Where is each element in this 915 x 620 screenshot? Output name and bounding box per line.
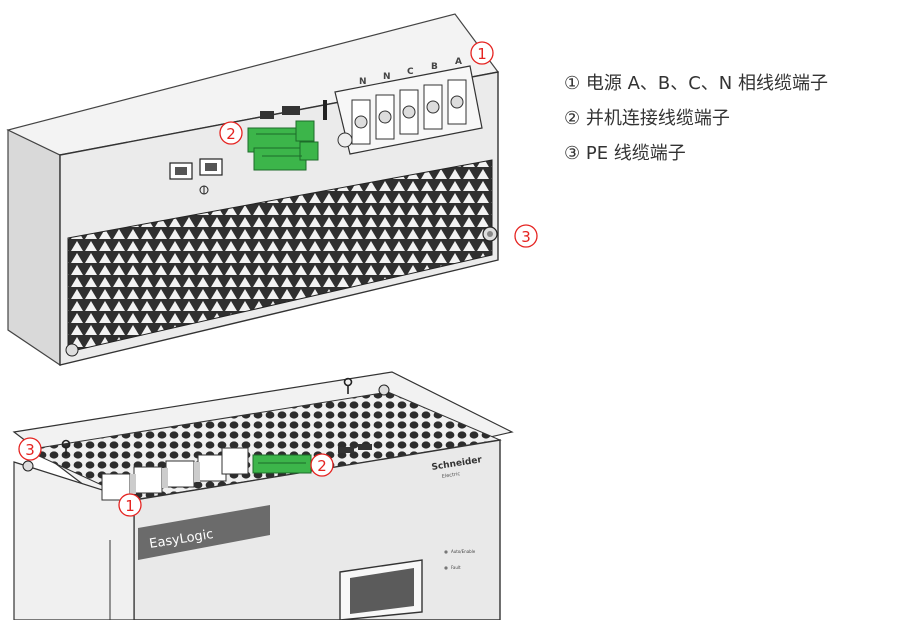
svg-text:2: 2 xyxy=(317,457,327,475)
legend-item-parallel-terminals: ② 并机连接线缆端子 xyxy=(564,108,730,129)
svg-text:2: 2 xyxy=(226,125,236,143)
power-terminal-block-front xyxy=(101,447,249,501)
ups-terminal-diagram: N N C B A EasyLogic Schneider Electric xyxy=(6,13,538,620)
terminal-label-n1: N xyxy=(359,77,367,87)
svg-text:1: 1 xyxy=(125,497,135,515)
terminal-label-n2: N xyxy=(383,72,391,82)
callout-1-front: 1 xyxy=(118,493,142,517)
ethernet-port-icon xyxy=(169,158,223,180)
svg-text:1: 1 xyxy=(477,45,487,63)
terminal-label-c: C xyxy=(407,67,414,77)
rear-vent-grille xyxy=(67,159,493,353)
slot-icon xyxy=(260,111,274,119)
slot-icon xyxy=(338,447,354,453)
slot-icon xyxy=(358,444,372,450)
callout-1-rear: 1 xyxy=(470,41,494,65)
led-label-fault: Fault xyxy=(451,565,461,570)
led-icon xyxy=(444,550,448,554)
left-side xyxy=(13,461,135,620)
front-device-view: EasyLogic Schneider Electric Auto/Enable… xyxy=(12,371,514,620)
callout-3-rear: 3 xyxy=(514,224,538,248)
callout-3-front: 3 xyxy=(18,437,42,461)
led-indicators: Auto/Enable Fault xyxy=(444,549,476,570)
slot-icon xyxy=(282,106,300,115)
indicator-bar xyxy=(323,100,327,120)
pe-screw-front-right xyxy=(378,384,390,396)
parallel-terminal-block-front xyxy=(252,454,312,474)
callout-2-front: 2 xyxy=(310,453,334,477)
pe-screw-front xyxy=(22,460,34,472)
brand-sub: Electric xyxy=(441,471,460,480)
terminal-legend: ① 电源 A、B、C、N 相线缆端子 ② 并机连接线缆端子 ③ PE 线缆端子 xyxy=(564,66,909,171)
terminal-label-a: A xyxy=(455,57,462,67)
legend-item-power-terminals: ① 电源 A、B、C、N 相线缆端子 xyxy=(564,73,828,94)
keyhole-icon xyxy=(61,377,353,456)
terminal-phase-labels: N N C B A xyxy=(359,57,462,87)
rear-panel-view: N N C B A xyxy=(6,13,500,367)
pe-screw-rear xyxy=(482,226,498,242)
product-label-bar xyxy=(138,505,270,560)
svg-text:3: 3 xyxy=(521,228,531,246)
callout-2-rear: 2 xyxy=(219,121,243,145)
power-terminal-block-rear xyxy=(334,65,483,155)
chassis-side xyxy=(7,129,61,367)
svg-text:3: 3 xyxy=(25,441,35,459)
corner-screw-icon xyxy=(65,343,79,357)
led-icon xyxy=(444,566,448,570)
led-label-auto: Auto/Enable xyxy=(451,549,476,554)
parallel-terminal-block-rear xyxy=(247,120,319,171)
legend-item-pe-terminal: ③ PE 线缆端子 xyxy=(564,143,686,164)
terminal-label-b: B xyxy=(431,62,438,72)
ground-symbol-icon xyxy=(199,185,209,195)
display-screen xyxy=(339,559,423,620)
